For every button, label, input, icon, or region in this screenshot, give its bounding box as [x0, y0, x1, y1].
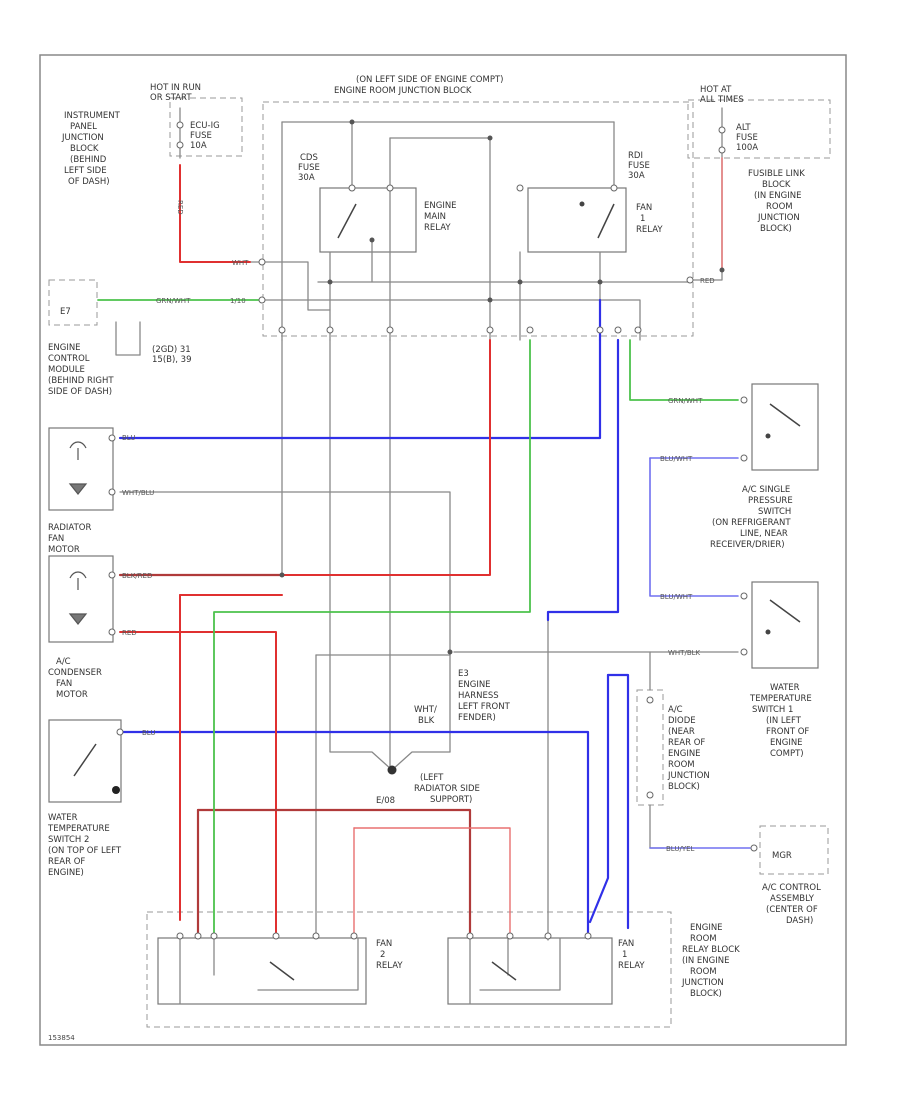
ac-pressure-switch-box [751, 383, 819, 471]
ac-control-outline [759, 825, 829, 875]
wire-label-red-alt: RED [700, 277, 715, 285]
fan2-relay-box [157, 937, 367, 1005]
engine-room-title: (ON LEFT SIDE OF ENGINE COMPT)ENGINE ROO… [334, 75, 503, 96]
blue-wires [118, 298, 630, 940]
relay-switches [73, 201, 801, 991]
red-wires [119, 164, 491, 939]
wire-label-blu-cond: BLU [142, 729, 155, 737]
page-code: 153854 [48, 1034, 75, 1042]
wire-label-blu-yel: BLU/YEL [666, 845, 695, 853]
ecm-outline [48, 279, 98, 326]
engine-main-relay-box [319, 187, 417, 253]
wire-label-grn-pin: 1/10 [230, 297, 246, 305]
splice-dots [279, 119, 725, 655]
gray-wires [115, 107, 739, 1005]
wire-label-wht-blk-right: WHT/BLK [668, 649, 701, 657]
wire-label-grn-wht-right: GRN/WHT [668, 397, 703, 405]
darkred-wires [118, 573, 472, 940]
wire-label-blk-red: BLK/RED [122, 572, 152, 580]
wire-label-wht-top: WHT [232, 259, 249, 267]
ground-wht-blk-label: WHT/BLK [414, 705, 437, 726]
ac-diode-outline [636, 689, 664, 806]
fan1-relay-top-box [527, 187, 627, 253]
light-blue-wires [649, 457, 751, 849]
diagram-border [39, 54, 847, 1046]
ecm-box-label: E7 [60, 307, 71, 317]
wire-label-blu-wht-right2: BLU/WHT [660, 593, 693, 601]
ip-junction-outline [169, 97, 243, 157]
green-wires [97, 299, 739, 939]
connector-pins [108, 121, 758, 940]
water-temp-switch1-box [751, 581, 819, 669]
radiator-fan-motor-box [48, 427, 114, 511]
wire-label-red-top: RED [176, 200, 184, 215]
wire-label-grn-ecm: GRN/WHT [156, 297, 191, 305]
wire-label-wht-blu-rad: WHT/BLU [122, 489, 154, 497]
engine-room-junction-outline [262, 101, 694, 337]
fusible-link-outline [687, 99, 831, 159]
ground-e-num-label: E/08 [376, 796, 395, 806]
ac-control-box-label: MGR [772, 851, 792, 861]
condenser-fan-motor-box [48, 555, 114, 643]
wire-label-blu-wht-right1: BLU/WHT [660, 455, 693, 463]
engine-room-relay-outline [146, 911, 672, 1028]
motor-symbols [68, 441, 88, 625]
ground-symbol [387, 765, 397, 775]
pink-wires [353, 157, 723, 939]
wire-label-blu-rad: BLU [122, 434, 135, 442]
wire-label-red-rad2: RED [122, 629, 137, 637]
wire-labels: WHT GRN/WHT 1/10 RED BLU WHT/BLU BLK/RED… [122, 200, 715, 853]
fan1-relay-bottom-box [447, 937, 613, 1005]
